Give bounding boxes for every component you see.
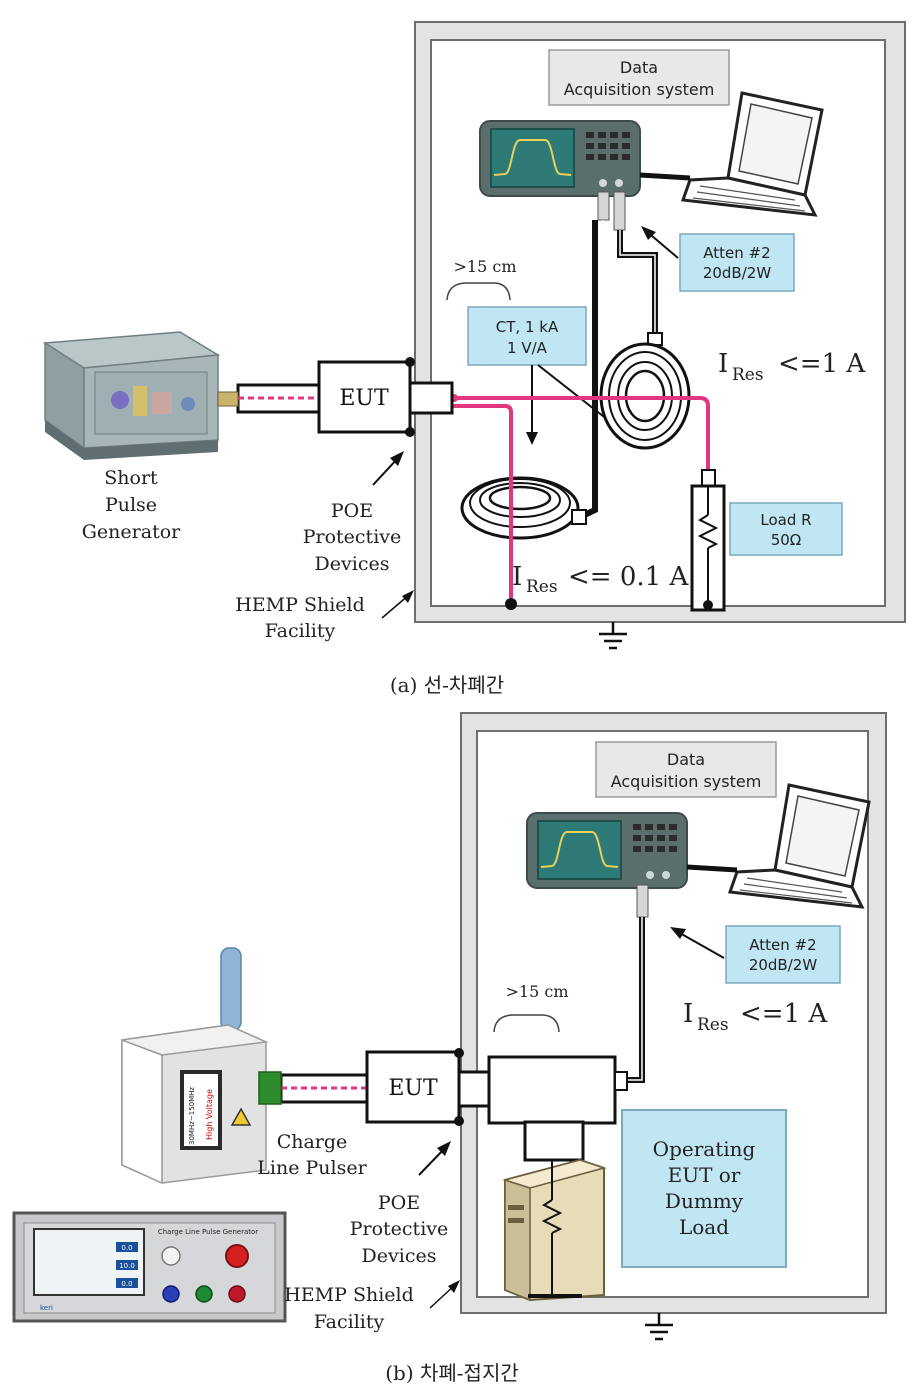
coax-cable-b xyxy=(279,1073,369,1104)
poe-line1-a: POE xyxy=(331,500,373,522)
pulser-warning: High Voltage xyxy=(205,1089,214,1140)
coax-cable-a xyxy=(236,383,322,414)
spacing-label-b: >15 cm xyxy=(506,982,569,1001)
laptop-cable-b xyxy=(686,864,738,873)
ires-low-value: <= 0.1 A xyxy=(568,562,689,592)
operating-line2: EUT or xyxy=(668,1163,741,1187)
resistor-b xyxy=(541,1199,563,1234)
atten-label-box xyxy=(679,233,795,292)
generator-line1: Short xyxy=(104,467,158,489)
spacing-bracket-b xyxy=(493,1014,560,1033)
ires-value-b: <=1 A xyxy=(740,999,828,1029)
probe-connector-right xyxy=(613,191,626,231)
generator-line3: Generator xyxy=(82,521,181,543)
pulser-sticker: 30MHz~150MHz xyxy=(188,1087,196,1145)
atten-line1: Atten #2 xyxy=(703,244,770,262)
probe-connector-b xyxy=(636,884,649,918)
charge-line-pulser-icon: 30MHz~150MHz High Voltage xyxy=(121,947,282,1185)
short-pulse-generator-icon xyxy=(42,331,239,460)
operating-line4: Load xyxy=(679,1215,729,1239)
eut-box-b xyxy=(365,1050,461,1124)
panel-readout-1: 0.0 xyxy=(121,1244,132,1252)
ires-low-main: I xyxy=(512,562,522,592)
poe-line2-a: Protective xyxy=(303,526,402,548)
control-panel-icon: 0.0 10.0 0.0 Charge Line Pulse Generator… xyxy=(12,1211,287,1323)
load-line1: Load R xyxy=(760,511,811,529)
oscilloscope-icon xyxy=(479,120,641,197)
ires-high-main: I xyxy=(718,349,728,379)
poe-line1-b: POE xyxy=(378,1192,420,1214)
panel-readout-2: 10.0 xyxy=(119,1262,135,1270)
daq-title-box-b xyxy=(595,741,777,798)
probe-connector-left xyxy=(597,191,610,221)
ires-main-b: I xyxy=(683,999,693,1029)
load-label-box xyxy=(729,502,843,556)
atten-line1-b: Atten #2 xyxy=(749,936,816,954)
hemp-line1-a: HEMP Shield xyxy=(235,594,365,616)
atten-line2: 20dB/2W xyxy=(703,264,771,282)
lower-ct-icon xyxy=(460,476,587,540)
panel-b: Data Acquisition system xyxy=(12,712,887,1385)
eut-label-b: EUT xyxy=(388,1076,438,1101)
panel-brand: keri xyxy=(40,1304,53,1312)
ires-sub-b: Res xyxy=(697,1015,729,1035)
pulser-line1: Charge xyxy=(277,1131,348,1153)
ct-line1: CT, 1 kA xyxy=(496,318,559,336)
hemp-line1-b: HEMP Shield xyxy=(284,1284,414,1306)
eut-box-a xyxy=(317,360,412,434)
atten-line2-b: 20dB/2W xyxy=(749,956,817,974)
panel-a: Data Acquisition system xyxy=(42,21,906,697)
daq-title-line2-b: Acquisition system xyxy=(611,772,762,791)
poe-arrow-a xyxy=(372,457,399,486)
ct-line2: 1 V/A xyxy=(507,339,548,357)
daq-title-line1-b: Data xyxy=(667,750,705,769)
ground-icon xyxy=(599,622,627,650)
poe-connector-a xyxy=(408,381,454,415)
signal-wire-main xyxy=(453,396,710,470)
laptop-cable xyxy=(639,172,691,181)
tee-housing-b xyxy=(487,1055,617,1125)
ct-arrow-diagonal xyxy=(537,364,609,421)
generator-line2: Pulse xyxy=(105,494,157,516)
pc-tower-icon xyxy=(502,1158,607,1302)
atten-label-box-b xyxy=(725,925,841,984)
oscilloscope-icon-b xyxy=(526,812,688,889)
atten-arrow-b xyxy=(677,931,725,959)
hemp-line2-a: Facility xyxy=(265,620,336,642)
laptop-icon-b xyxy=(727,783,871,909)
panel-title: Charge Line Pulse Generator xyxy=(158,1228,258,1236)
poe-arrow-b xyxy=(418,1147,446,1176)
operating-line1: Operating xyxy=(653,1137,756,1161)
caption-a: (a) 선-차폐간 xyxy=(390,673,504,697)
poe-line2-b: Protective xyxy=(350,1218,449,1240)
spacing-bracket xyxy=(446,282,511,301)
poe-line3-a: Devices xyxy=(315,553,390,575)
load-line2: 50Ω xyxy=(771,531,802,549)
ground-node-left xyxy=(505,598,517,610)
spacing-label: >15 cm xyxy=(454,257,517,276)
ground-icon-b xyxy=(645,1313,673,1341)
daq-title-box xyxy=(548,49,730,106)
ires-low-sub: Res xyxy=(526,577,558,597)
panel-readout-3: 0.0 xyxy=(121,1280,132,1288)
signal-wire-lower xyxy=(453,404,513,598)
poe-line3-b: Devices xyxy=(362,1245,437,1267)
ires-high-value: <=1 A xyxy=(778,349,866,379)
operating-eut-box xyxy=(621,1109,787,1268)
pulser-line2: Line Pulser xyxy=(257,1157,367,1179)
eut-label-a: EUT xyxy=(339,386,389,411)
daq-title-line1: Data xyxy=(620,58,658,77)
daq-title-line2: Acquisition system xyxy=(564,80,715,99)
caption-b: (b) 차폐-접지간 xyxy=(385,1361,519,1385)
tee-stub-b xyxy=(523,1120,585,1162)
ct-label-box xyxy=(467,306,587,366)
laptop-icon xyxy=(680,91,824,217)
ires-high-sub: Res xyxy=(732,365,764,385)
hemp-line2-b: Facility xyxy=(314,1311,385,1333)
load-resistor-icon xyxy=(690,469,726,612)
poe-connector-b xyxy=(456,1070,492,1108)
operating-line3: Dummy xyxy=(665,1189,744,1213)
